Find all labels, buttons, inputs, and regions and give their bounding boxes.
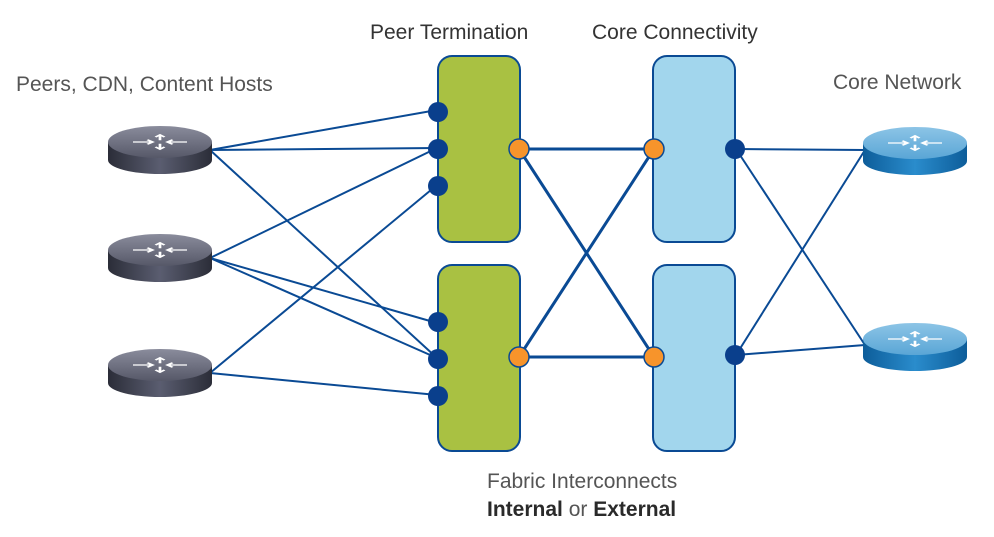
peer-termination-label: Peer Termination <box>370 21 529 44</box>
or-label: or <box>568 498 588 521</box>
port <box>508 138 530 160</box>
link <box>735 148 866 151</box>
link <box>735 149 866 356</box>
peer-termination-bottom <box>437 264 521 452</box>
port <box>428 349 448 369</box>
port <box>428 139 448 159</box>
core-connectivity-top <box>652 55 736 243</box>
port <box>428 102 448 122</box>
link <box>209 257 438 359</box>
core-network-label: Core Network <box>833 71 962 94</box>
port <box>725 345 745 365</box>
peers-label: Peers, CDN, Content Hosts <box>16 73 273 96</box>
link <box>209 147 438 151</box>
port <box>643 138 665 160</box>
link <box>209 257 438 324</box>
fabric-interconnects-label: Fabric Interconnects <box>487 470 678 493</box>
peer-links <box>209 109 438 396</box>
link <box>735 344 866 356</box>
fabric-type-label: Internal or External <box>487 498 676 522</box>
link <box>209 372 438 396</box>
port <box>725 139 745 159</box>
port <box>508 346 530 368</box>
link <box>517 148 656 358</box>
link <box>209 147 438 259</box>
core-router-icon <box>863 127 967 175</box>
core-connectivity-bottom <box>652 264 736 452</box>
internal-label: Internal <box>487 498 563 521</box>
port <box>428 176 448 196</box>
core-connectivity-label: Core Connectivity <box>592 21 758 44</box>
core-router-icon <box>863 323 967 371</box>
link <box>209 184 438 374</box>
link <box>209 109 438 151</box>
dark-ports <box>428 102 745 406</box>
peer-router-icon <box>108 349 212 397</box>
peer-termination-top <box>437 55 521 243</box>
fabric-links <box>517 147 656 359</box>
port <box>428 386 448 406</box>
orange-ports <box>508 138 665 368</box>
core-links <box>735 148 866 356</box>
external-label: External <box>593 498 677 521</box>
peer-router-icon <box>108 126 212 174</box>
port <box>428 312 448 332</box>
link <box>209 149 438 359</box>
port <box>643 346 665 368</box>
link <box>735 148 866 346</box>
peer-router-icon <box>108 234 212 282</box>
